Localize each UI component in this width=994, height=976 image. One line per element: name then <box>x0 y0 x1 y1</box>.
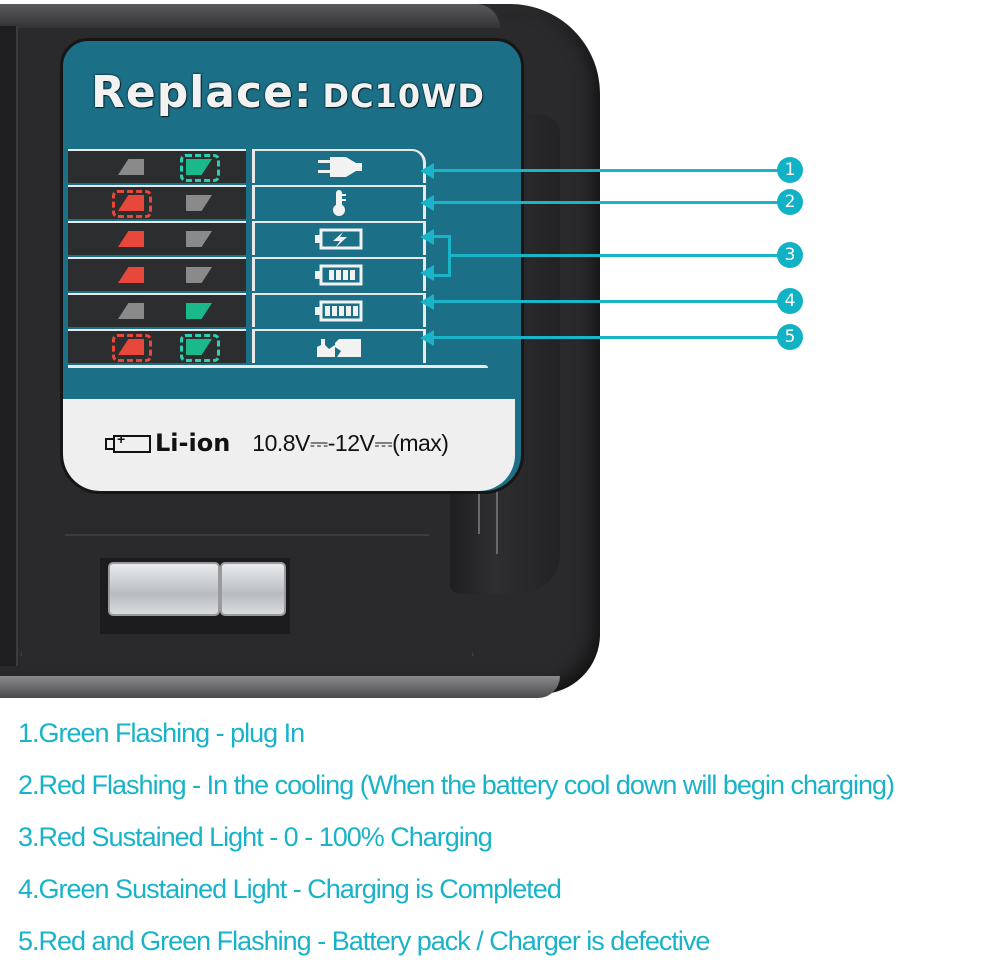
led-cell <box>68 185 246 219</box>
callout-badge-2: 2 <box>777 189 803 215</box>
callout-line-5 <box>432 336 778 339</box>
led-lens-left <box>108 562 220 616</box>
model-number: DC10WD <box>322 77 485 115</box>
red-led-flashing <box>112 334 152 362</box>
indicator-label-panel: Replace:DC10WD <box>60 38 524 494</box>
green-led-off <box>186 267 212 283</box>
arrow-icon <box>420 195 434 211</box>
indicator-row-defective <box>68 329 430 363</box>
arrow-icon <box>420 330 434 346</box>
legend-item-3: 3.Red Sustained Light - 0 - 100% Chargin… <box>18 822 493 852</box>
legend-item-5: 5.Red and Green Flashing - Battery pack … <box>18 926 710 956</box>
indicator-row-partial <box>68 257 430 291</box>
green-led-flashing <box>180 154 220 182</box>
red-led-on <box>118 267 144 283</box>
title-prefix: Replace: <box>91 67 313 118</box>
symbol-cell <box>252 221 426 255</box>
battery-plus-icon: + <box>105 431 151 453</box>
led-light-window <box>100 558 290 634</box>
arrow-icon <box>420 229 434 245</box>
arrow-icon <box>420 265 434 281</box>
red-led-off <box>118 159 144 175</box>
led-cell <box>68 329 246 363</box>
red-led-on <box>118 231 144 247</box>
callout-badge-5: 5 <box>777 324 803 350</box>
callout-line-2 <box>432 201 778 204</box>
panel-title: Replace:DC10WD <box>91 67 485 118</box>
spec-content: + Li-ion 10.8V⎓-12V⎓(max) <box>105 429 449 457</box>
indicator-row-complete <box>68 293 430 327</box>
thermometer-icon <box>255 187 423 219</box>
green-led-on <box>186 303 212 319</box>
battery-chemistry: Li-ion <box>155 429 231 457</box>
led-cell <box>68 293 246 327</box>
charger-top-edge <box>0 4 500 28</box>
led-cell <box>68 149 246 183</box>
voltage-rating: 10.8V⎓-12V⎓(max) <box>252 429 449 456</box>
arrow-icon <box>420 294 434 310</box>
arrow-icon <box>420 163 434 179</box>
indicator-row-temperature <box>68 185 430 219</box>
callout-badge-4: 4 <box>777 288 803 314</box>
table-divider <box>68 365 488 368</box>
callout-line-1 <box>432 169 778 172</box>
symbol-cell <box>252 257 426 291</box>
battery-slot <box>0 26 18 666</box>
indicator-row-charging <box>68 221 430 255</box>
battery-full-icon <box>255 295 423 327</box>
indicator-row-plug <box>68 149 430 183</box>
plug-icon <box>255 151 423 183</box>
led-cell <box>68 221 246 255</box>
green-led-off <box>186 195 212 211</box>
led-lens-right <box>220 562 286 616</box>
indicator-table <box>68 149 488 368</box>
callout-badge-1: 1 <box>777 157 803 183</box>
spec-strip: + Li-ion 10.8V⎓-12V⎓(max) <box>63 399 515 491</box>
battery-partial-icon <box>255 259 423 291</box>
red-led-flashing <box>112 190 152 218</box>
callout-line-3 <box>448 254 778 257</box>
legend-item-2: 2.Red Flashing - In the cooling (When th… <box>18 770 895 800</box>
green-led-off <box>186 231 212 247</box>
charger-base <box>0 676 560 698</box>
symbol-cell <box>252 293 426 327</box>
legend-item-4: 4.Green Sustained Light - Charging is Co… <box>18 874 562 904</box>
indicator-legend: 1.Green Flashing - plug In 2.Red Flashin… <box>18 716 895 976</box>
symbol-cell <box>252 329 426 363</box>
symbol-cell <box>252 149 426 183</box>
legend-item-1: 1.Green Flashing - plug In <box>18 718 305 748</box>
callout-badge-3: 3 <box>777 242 803 268</box>
red-led-off <box>118 303 144 319</box>
battery-charging-icon <box>255 223 423 255</box>
led-cell <box>68 257 246 291</box>
broken-battery-icon <box>255 331 423 363</box>
symbol-cell <box>252 185 426 219</box>
callout-line-4 <box>432 300 778 303</box>
green-led-flashing <box>180 334 220 362</box>
